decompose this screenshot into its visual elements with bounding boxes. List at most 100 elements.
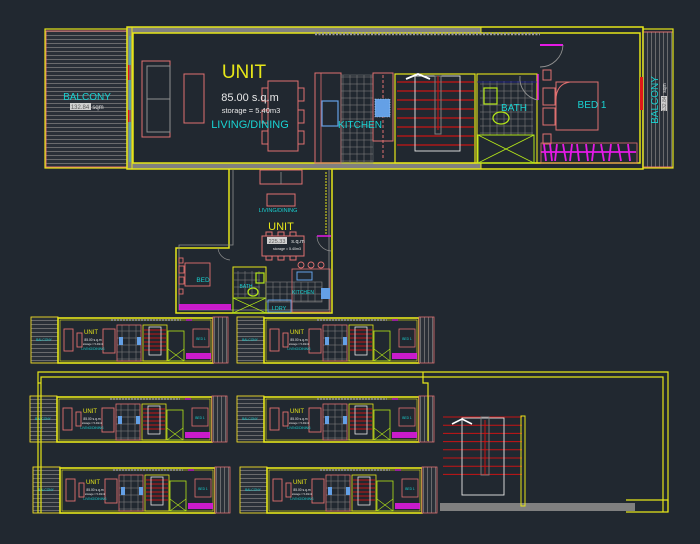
unit-interior-outline [132,32,641,164]
core-stair [443,415,526,507]
sofa-icon [141,60,171,138]
unit-area-text: 85.00 s.q.m [84,338,101,342]
unit-area-text: 85.00 s.q.m [86,488,103,492]
unit-storage-text: storage = 5.40m3 [83,342,104,346]
room-label-laundry: LDRY [272,306,287,312]
corridor-floor-strip [440,503,635,511]
balcony-area-unit: sqm [92,105,103,111]
bathroom [232,266,267,314]
unit-storage-text: storage = 5.40m3 [82,421,103,425]
balcony-area-value: 132.84 [71,105,90,111]
wardrobe-icon [541,143,636,162]
balcony-area-highlight [70,103,91,110]
room-label-living-dining: LIVING/DINING [287,347,311,351]
room-label-bed: BED 1 [578,100,607,111]
dining-table-icon [261,231,305,261]
unit-title: UNIT [84,330,98,336]
coffee-table-icon [183,73,205,124]
internal-stair [394,73,476,164]
room-label-living-dining: LIVING/DINING [290,497,314,501]
stair-up-arrow-icon [451,418,473,425]
stair-up-arrow-icon [405,73,431,80]
basin-icon [255,272,265,284]
bathroom [476,73,538,164]
unit-area-text: 85.00 s.q.m [221,92,278,104]
room-label-bed: BED 1 [196,337,206,341]
unit-storage-text: storage = 5.40m3 [273,247,301,251]
room-label-balcony: BALCONY [242,417,259,421]
unit-area-text: 85.00 s.q.m [290,417,307,421]
balcony-left-decking [45,30,128,168]
room-label-balcony: BALCONY [245,488,262,492]
room-label-bed: BED 1 [405,487,415,491]
second-unit-plan[interactable]: LIVING/DINING UNIT 225.33 s.q.m storage … [175,169,333,314]
balcony-right-area-value: 132.84 [662,96,668,112]
basin-icon [483,87,498,105]
room-label-bath: BATH [240,284,253,290]
room-label-bed: BED 1 [198,487,208,491]
room-label-kitchen: KITCHEN [338,120,382,131]
toilet-icon [247,287,259,297]
unit-storage-text: storage = 5.40m3 [292,492,313,496]
unit-title: UNIT [268,221,294,233]
door-swing-bath[interactable] [519,75,539,101]
bar-stool-icon [297,261,305,269]
main-unit-plan[interactable]: UNIT 85.00 s.q.m storage = 5.40m3 LIVING… [44,26,674,170]
unit-title: UNIT [290,330,304,336]
cooktop-icon [374,98,391,118]
unit-storage-text: storage = 5.40m3 [222,106,281,115]
unit-area-unit: s.q.m [291,239,305,245]
unit-title: UNIT [86,480,100,486]
sink-icon [296,271,313,281]
unit-title: UNIT [83,409,97,415]
corridor-outline [37,371,669,513]
wall-top [126,26,482,34]
window-mark [640,77,643,110]
unit-area-highlight [267,237,287,244]
room-label-balcony-left: BALCONY [63,92,111,103]
toilet-icon [492,111,510,125]
unit-title: UNIT [293,480,307,486]
bed-icon [178,257,211,295]
unit-storage-text: storage = 5.40m3 [85,492,106,496]
unit-area-text: 85.00 s.q.m [290,338,307,342]
door-swing-entry[interactable] [316,235,332,252]
room-label-living-dining: LIVING/DINING [211,119,289,131]
room-label-bed: BED 1 [195,416,205,420]
cooktop-icon [321,288,330,299]
coffee-table-icon [266,193,296,207]
window-mark [128,65,131,80]
room-label-balcony: BALCONY [36,338,53,342]
wall-bottom [126,162,482,170]
balcony-right-decking [642,31,674,168]
wardrobe-icon [179,304,231,310]
dining-table-icon [261,80,305,152]
door-swing-bed[interactable] [217,247,231,261]
second-unit-outline [175,169,333,314]
unit-storage-text: storage = 5.40m3 [289,342,310,346]
room-label-bed: BED 1 [402,416,412,420]
door-swing-bed[interactable] [539,44,564,68]
bed-icon [542,69,599,145]
balcony-right-area-unit: sqm [662,83,668,92]
room-label-bath: BATH [501,103,527,114]
room-label-balcony-right: BALCONY [650,76,661,124]
unit-area-value: 225.33 [269,239,286,245]
room-label-balcony: BALCONY [242,338,259,342]
room-label-bed: BED 1 [402,337,412,341]
sink-icon [321,100,339,127]
room-label-balcony: BALCONY [38,488,55,492]
kitchen-bench [314,72,394,164]
room-label-living-dining: LIVING/DINING [83,497,107,501]
room-label-living-dining: LIVING/DINING [259,208,298,214]
room-label-balcony: BALCONY [35,417,52,421]
unit-title: UNIT [222,62,267,83]
